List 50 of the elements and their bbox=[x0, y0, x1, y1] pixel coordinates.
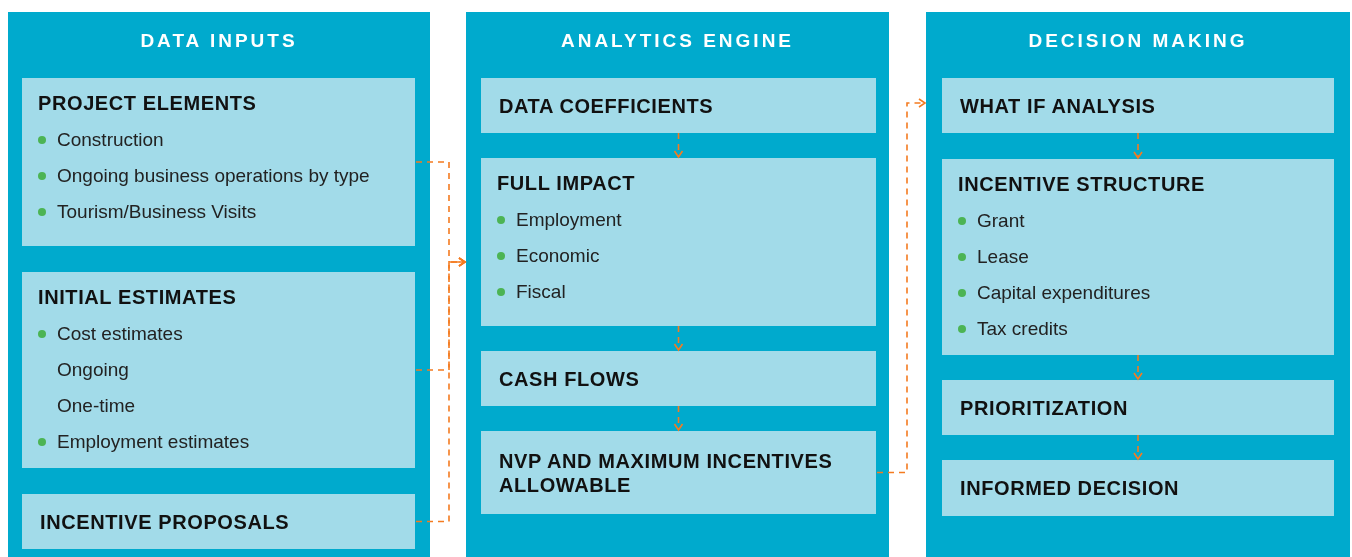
step-heading: DATA COEFFICIENTS bbox=[499, 93, 715, 118]
step-heading: FULL IMPACT bbox=[497, 171, 637, 195]
step-box bbox=[481, 158, 876, 326]
bullet-item: Fiscal bbox=[516, 280, 566, 303]
bullet-item: Construction bbox=[57, 128, 164, 151]
step-heading: INFORMED DECISION bbox=[960, 476, 1181, 500]
bullet-item: Tax credits bbox=[977, 317, 1068, 340]
column-panel bbox=[8, 12, 430, 557]
step-box bbox=[481, 78, 876, 133]
dashed-arrow bbox=[415, 257, 466, 523]
dashed-arrow bbox=[876, 98, 926, 474]
dashed-arrow bbox=[1133, 354, 1143, 380]
dashed-arrow bbox=[1133, 434, 1143, 460]
step-box bbox=[481, 351, 876, 406]
sub-item: One-time bbox=[57, 394, 136, 417]
dashed-arrow bbox=[1133, 132, 1143, 159]
bullet-item: Capital expenditures bbox=[977, 281, 1151, 304]
step-box bbox=[481, 431, 876, 514]
step-heading: NVP AND MAXIMUM INCENTIVES ALLOWABLE bbox=[499, 448, 834, 497]
bullet-item: Ongoing business operations by type bbox=[57, 164, 370, 187]
step-heading: INCENTIVE PROPOSALS bbox=[40, 509, 291, 534]
step-box bbox=[942, 78, 1334, 133]
bullet-item: Economic bbox=[516, 244, 600, 267]
step-heading: PRIORITIZATION bbox=[960, 395, 1130, 420]
column-panel bbox=[466, 12, 889, 557]
dashed-arrow bbox=[673, 132, 684, 158]
step-heading: WHAT IF ANALYSIS bbox=[960, 93, 1157, 118]
dashed-arrow bbox=[673, 325, 684, 351]
bullet-item: Employment estimates bbox=[57, 430, 250, 453]
step-box bbox=[22, 272, 415, 468]
column-title: DECISION MAKING bbox=[1027, 30, 1249, 52]
column-title: ANALYTICS ENGINE bbox=[559, 30, 796, 52]
step-box bbox=[942, 460, 1334, 516]
step-heading: INCENTIVE STRUCTURE bbox=[958, 172, 1206, 196]
bullet-item: Tourism/Business Visits bbox=[57, 200, 257, 223]
step-heading: CASH FLOWS bbox=[499, 366, 641, 391]
step-heading: INITIAL ESTIMATES bbox=[38, 285, 238, 309]
dashed-arrow bbox=[673, 405, 684, 431]
step-box bbox=[942, 159, 1334, 355]
bullet-item: Lease bbox=[977, 245, 1029, 268]
bullet-item: Grant bbox=[977, 209, 1025, 232]
column-title: DATA INPUTS bbox=[139, 30, 299, 52]
bullet-item: Cost estimates bbox=[57, 322, 183, 345]
step-box bbox=[22, 494, 415, 549]
step-box bbox=[22, 78, 415, 246]
sub-item: Ongoing bbox=[57, 358, 129, 381]
step-heading: PROJECT ELEMENTS bbox=[38, 91, 258, 115]
bullet-item: Employment bbox=[516, 208, 622, 231]
column-panel bbox=[926, 12, 1350, 557]
step-box bbox=[942, 380, 1334, 435]
